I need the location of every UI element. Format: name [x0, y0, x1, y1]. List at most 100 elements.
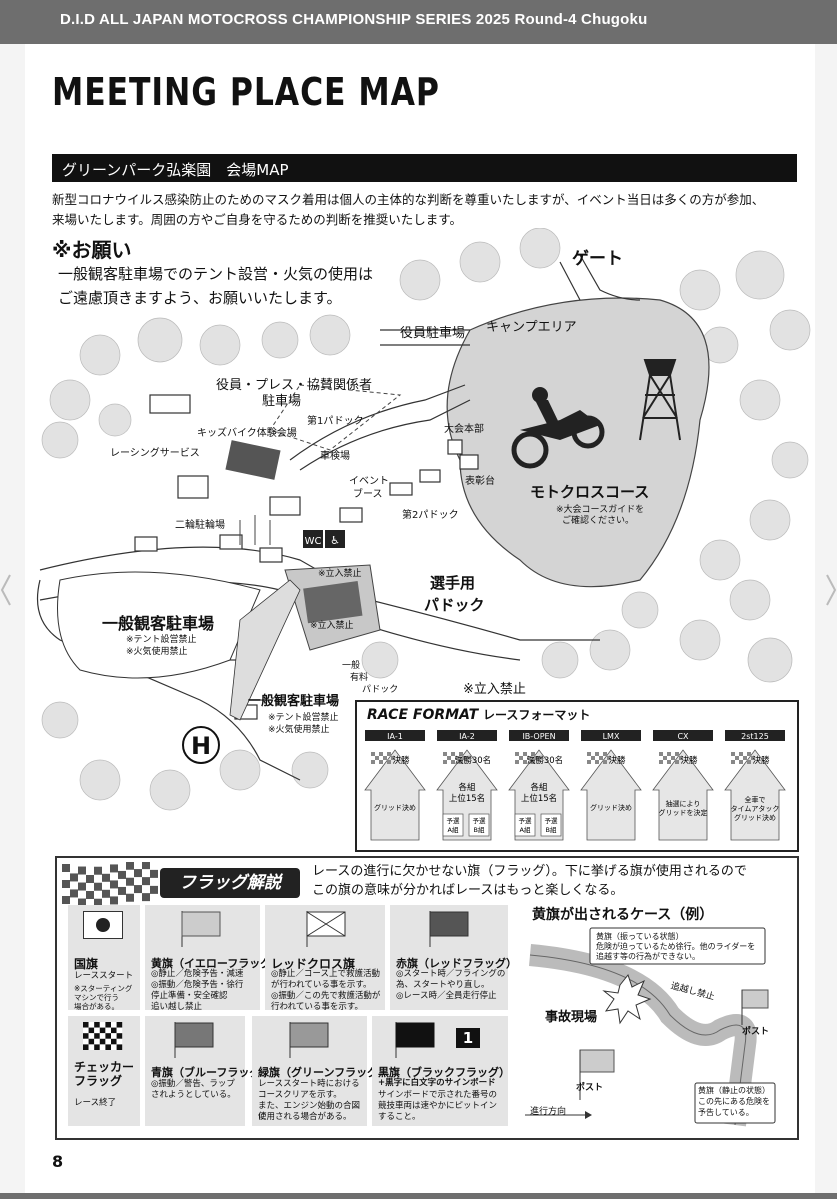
- checker-square: [387, 752, 391, 756]
- checker-square: [110, 896, 118, 905]
- checker-square: [675, 760, 679, 764]
- press-parking-label-1: 役員・プレス・協賛関係者: [216, 378, 373, 393]
- previous-page-arrow-icon[interactable]: [0, 555, 12, 625]
- general-parking-note-1: ※テント設営禁止: [126, 635, 197, 645]
- flag-desc-black-1: +黒字に白文字のサインボード: [378, 1078, 496, 1088]
- map-trees: [41, 228, 811, 811]
- race-class-name: IA-2: [459, 732, 475, 741]
- checker-square: [671, 756, 675, 760]
- checker-square: [603, 760, 607, 764]
- race-grid-label: グリッド決め: [590, 803, 632, 812]
- flag-desc-green-2: コースクリアを示す。: [258, 1090, 342, 1100]
- race-grid-label: 抽選により: [666, 799, 701, 808]
- checker-square: [527, 756, 531, 760]
- checker-square: [102, 873, 110, 882]
- race-flow-arrow: [724, 749, 786, 841]
- race-final-label: 決勝: [752, 755, 770, 766]
- flag-card-black: 1 黒旗（ブラックフラッグ） +黒字に白文字のサインボード サインボードで示され…: [372, 1016, 510, 1126]
- checker-square: [116, 1033, 123, 1039]
- inspection-label: 車検場: [320, 451, 350, 462]
- checker-square: [607, 756, 611, 760]
- checker-square: [379, 760, 383, 764]
- header-bar: D.I.D ALL JAPAN MOTOCROSS CHAMPIONSHIP S…: [0, 0, 837, 44]
- checker-square: [86, 890, 94, 899]
- flag-name-checker: チェッカー フラッグ: [74, 1060, 135, 1088]
- checker-square: [88, 1027, 95, 1034]
- checker-square: [111, 1027, 117, 1034]
- flag-desc-checker-1: レース終了: [74, 1098, 117, 1108]
- checker-square: [675, 752, 679, 756]
- checker-square: [371, 760, 375, 764]
- no-entry-label-1: ※立入禁止: [318, 569, 362, 579]
- heat-label: 予選: [545, 816, 559, 825]
- flag-card-yellow: 黄旗（イエローフラッグ） ◎静止／危険予告・減速 ◎振動／危険予告・徐行 停止準…: [145, 905, 282, 1012]
- flag-desc-red-1: ◎スタート時／フライングの: [396, 969, 506, 979]
- checker-square: [451, 752, 455, 756]
- svg-text:WC: WC: [305, 536, 322, 547]
- race-class-header: [725, 730, 785, 741]
- race-class-header: [653, 730, 713, 741]
- checker-square: [99, 1044, 106, 1050]
- kids-bike-label: キッズバイク体験会場: [197, 428, 297, 439]
- race-grid-label: タイムアタック: [731, 804, 780, 813]
- checker-square: [443, 752, 447, 756]
- flag-name-black: 黒旗（ブラックフラッグ）: [378, 1066, 510, 1079]
- notice-line-2: ご遠慮頂きますよう、お願いいたします。: [58, 289, 342, 307]
- general-parking-big-label: 一般観客駐車場: [102, 614, 215, 633]
- checker-square: [679, 756, 683, 760]
- checker-square: [515, 752, 519, 756]
- blue-flag-icon: [174, 1022, 214, 1058]
- flag-guide-intro: レースの進行に欠かせない旗（フラッグ）。下に挙げる旗が使用されるので この旗の意…: [312, 862, 782, 900]
- rider-paddock-label-2: パドック: [424, 596, 485, 614]
- checker-square: [78, 866, 86, 875]
- checker-square: [126, 862, 134, 870]
- section-title: グリーンパーク弘楽園 会場MAP: [62, 161, 289, 179]
- series-title: D.I.D ALL JAPAN MOTOCROSS CHAMPIONSHIP S…: [60, 11, 648, 28]
- yellow-case-post-1: ポスト: [742, 1027, 770, 1037]
- flag-name-yellow: 黄旗（イエローフラッグ）: [151, 957, 283, 970]
- flag-desc-national-4: 場合がある。: [74, 1002, 119, 1011]
- checker-square: [94, 1033, 100, 1039]
- checker-square: [111, 1033, 117, 1039]
- flag-card-checker: チェッカー フラッグ レース終了: [68, 1016, 140, 1126]
- flag-card-red: 赤旗（レッドフラッグ） ◎スタート時／フライングの 為、スタートやり直し。 ◎レ…: [390, 905, 517, 1010]
- general-parking-small-label: 一般観客駐車場: [248, 694, 340, 709]
- checker-square: [587, 752, 591, 756]
- checker-square: [83, 1033, 89, 1039]
- flag-card-green: 緑旗（グリーンフラッグ） レーススタート時における コースクリアを示す。 また、…: [252, 1016, 389, 1126]
- checker-square: [731, 760, 735, 764]
- flag-name-red: 赤旗（レッドフラッグ）: [396, 957, 517, 970]
- parking-areas: [269, 384, 402, 451]
- heat-box: [514, 813, 536, 837]
- flag-intro-line-2: この旗の意味が分かればレースはもっと楽しくなる。: [312, 883, 624, 898]
- checker-square: [391, 756, 395, 760]
- race-grid-label: グリッドを決定: [659, 808, 708, 817]
- checker-square: [105, 1038, 111, 1045]
- flag-desc-red-cross-2: が行われている事を示す。: [271, 980, 372, 990]
- checker-square: [531, 760, 535, 764]
- checker-square: [142, 877, 150, 886]
- flag-desc-black-4: すること。: [378, 1112, 421, 1122]
- race-class-header: [365, 730, 425, 741]
- bike-parking-label: 二輪駐輪場: [175, 520, 225, 531]
- checker-square: [105, 1033, 111, 1039]
- checker-square: [535, 756, 539, 760]
- checker-square: [118, 870, 126, 879]
- checker-square: [116, 1022, 123, 1028]
- next-page-arrow-icon[interactable]: [825, 555, 837, 625]
- course-label: モトクロスコース: [530, 483, 650, 501]
- checker-square: [515, 760, 519, 764]
- checker-square: [88, 1038, 95, 1045]
- flag-desc-blue-1: ◎振動／警告、ラップ: [151, 1079, 235, 1089]
- race-flow-arrow: [580, 749, 642, 841]
- heat-box: [540, 813, 562, 837]
- checker-square: [455, 756, 459, 760]
- race-class-header: [509, 730, 569, 741]
- flag-icons: [239, 515, 271, 545]
- racing-service-label: レーシングサービス: [110, 448, 200, 459]
- race-final-label: 決勝: [608, 755, 626, 766]
- race-final-label: 決勝: [680, 755, 698, 766]
- flag-desc-yellow-1: ◎静止／危険予告・減速: [151, 969, 244, 979]
- notice-heading: ※お願い: [52, 238, 132, 262]
- kids-area: [225, 440, 281, 480]
